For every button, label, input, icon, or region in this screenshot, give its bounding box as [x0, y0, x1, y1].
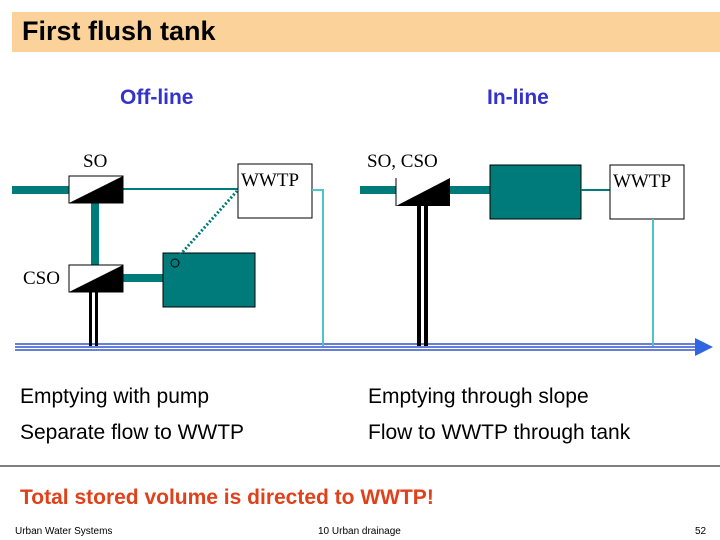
first-flush-tank-offline — [162, 252, 256, 308]
so-label: SO — [83, 151, 108, 172]
so-cso-label: SO, CSO — [367, 151, 438, 172]
cso-label: CSO — [23, 268, 60, 289]
inlet-pipe-offline — [12, 186, 69, 194]
wwtp-box-inline — [609, 164, 685, 220]
overflow-outlet-offline — [95, 292, 98, 346]
slide-title: First flush tank — [22, 16, 216, 46]
so-cso-overflow-inline — [395, 178, 450, 206]
pipe-so-to-cso — [91, 203, 99, 265]
pump-icon — [170, 258, 180, 268]
wwtp-label-inline: WWTP — [613, 171, 672, 192]
wwtp-outlet-offline — [312, 189, 324, 346]
offline-text-1: Emptying with pump — [20, 385, 210, 408]
overflow-outlet-inline — [424, 206, 428, 346]
inlet-pipe-inline — [360, 186, 396, 194]
first-flush-tank-inline — [489, 164, 582, 220]
offline-heading: Off-line — [120, 86, 194, 109]
receiving-water — [15, 338, 713, 356]
inline-heading: In-line — [487, 86, 549, 109]
so-overflow-offline — [68, 175, 124, 204]
page-number: 52 — [695, 526, 707, 537]
pipe-to-tank-inline — [450, 186, 490, 194]
title-bar — [12, 12, 720, 52]
wwtp-box-offline — [237, 163, 313, 219]
wwtp-label-offline: WWTP — [241, 170, 300, 191]
pipe-cso-to-tank — [123, 274, 163, 282]
inline-text-2: Flow to WWTP through tank — [368, 421, 631, 444]
conclusion: Total stored volume is directed to WWTP! — [20, 486, 434, 509]
cso-overflow-offline — [68, 264, 124, 293]
inline-text-1: Emptying through slope — [368, 385, 589, 408]
offline-text-2: Separate flow to WWTP — [20, 421, 245, 444]
footer-left: Urban Water Systems — [15, 526, 113, 537]
flow-arrow-icon — [695, 338, 713, 356]
footer-center: 10 Urban drainage — [318, 526, 401, 537]
pump-pipe — [178, 190, 239, 256]
